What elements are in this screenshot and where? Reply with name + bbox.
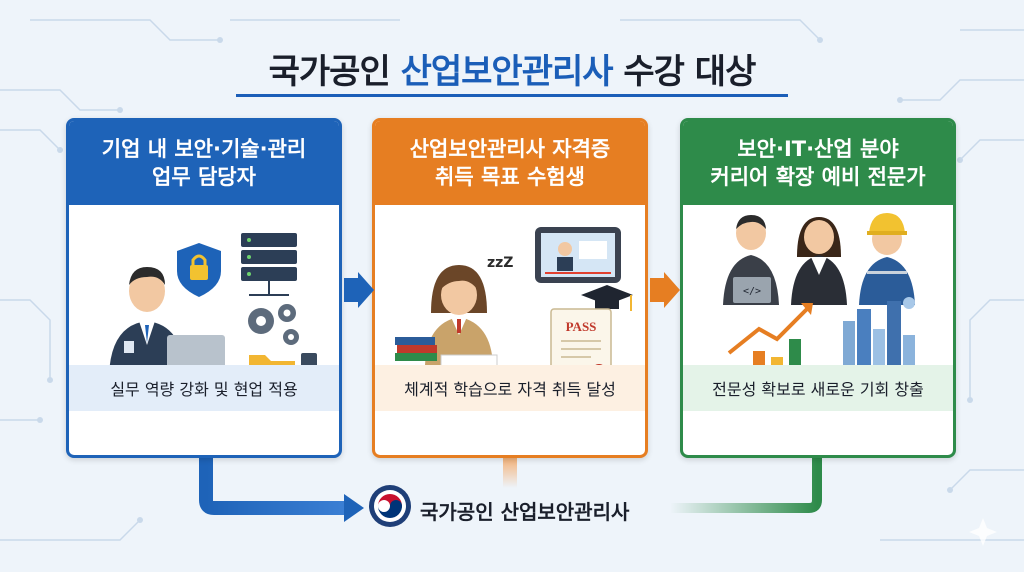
books-icon (395, 337, 437, 361)
blue-flow-arrowhead (344, 494, 364, 522)
title-suffix: 수강 대상 (612, 52, 756, 92)
card-illustration: PASS zzZ (375, 205, 645, 411)
card-footer: 실무 역량 강화 및 현업 적용 (69, 365, 339, 411)
engineer-hardhat (859, 213, 915, 305)
title-underline (236, 94, 788, 97)
card-exam-candidate: 산업보안관리사 자격증 취득 목표 수험생 PASS (372, 118, 648, 458)
title-accent: 산업보안관리사 (400, 52, 614, 92)
server-icon (241, 233, 297, 296)
green-flow-line (670, 458, 822, 513)
orange-flow-line (503, 458, 517, 488)
sleep-text: zzZ (487, 255, 513, 271)
card-header: 산업보안관리사 자격증 취득 목표 수험생 (375, 121, 645, 205)
bottom-label: 국가공인 산업보안관리사 (420, 500, 630, 524)
office-woman (791, 217, 847, 305)
card-footer: 전문성 확보로 새로운 기회 창출 (683, 365, 953, 411)
card-header: 보안·IT·산업 분야 커리어 확장 예비 전문가 (683, 121, 953, 205)
card-footer: 체계적 학습으로 자격 취득 달성 (375, 365, 645, 411)
certificate-text: PASS (566, 319, 597, 334)
arrow-right-icon (344, 272, 374, 308)
card-illustration: </> (683, 205, 953, 411)
it-professional: </> (723, 215, 779, 305)
graduation-cap-icon (581, 285, 633, 311)
card-illustration: 실무 역량 강화 및 현업 적용 (69, 205, 339, 411)
arrow-right-icon (650, 272, 680, 308)
blue-flow-line (199, 458, 346, 515)
office-worker (109, 267, 185, 375)
national-emblem-icon (369, 485, 411, 527)
video-lecture-tablet (535, 227, 621, 283)
shield-lock-icon (177, 243, 221, 297)
card-header: 기업 내 보안·기술·관리 업무 담당자 (69, 121, 339, 205)
page-title: 국가공인 산업보안관리사 수강 대상 (0, 44, 1024, 93)
laptop-code-text: </> (743, 286, 761, 297)
title-prefix: 국가공인 (268, 52, 401, 92)
card-work-staff: 기업 내 보안·기술·관리 업무 담당자 (66, 118, 342, 458)
studying-student (425, 265, 493, 365)
card-career-expert: 보안·IT·산업 분야 커리어 확장 예비 전문가 </> (680, 118, 956, 458)
gears-icon (248, 304, 299, 345)
